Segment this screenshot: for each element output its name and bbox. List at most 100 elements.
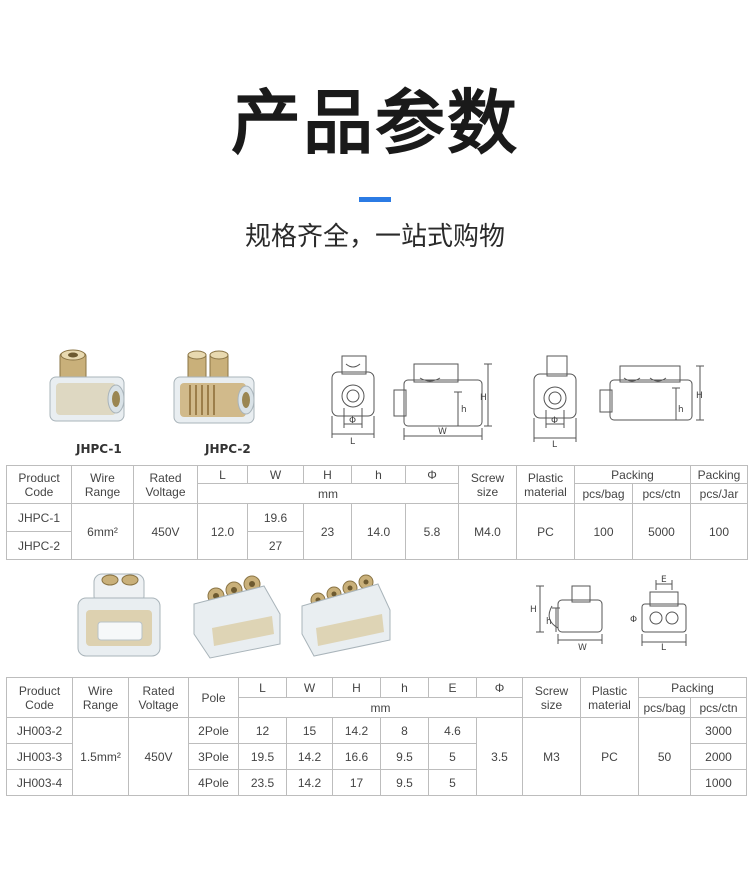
header-phi: Φ (476, 677, 523, 698)
header-pole: Pole (188, 677, 239, 718)
header-packing: Packing (637, 677, 748, 698)
cell-h: 9.5 (380, 769, 429, 796)
drawing1-H-label: H (480, 393, 487, 403)
cell-H: 23 (303, 503, 352, 560)
header-plastic-material: Plastic material (580, 677, 639, 718)
header-packing: Packing (573, 465, 692, 484)
product-label-jhpc-1: JHPC-1 (76, 442, 122, 456)
header-screw-size: Screw size (458, 465, 517, 504)
drawing3-W-label: W (578, 643, 587, 650)
header-W: W (286, 677, 333, 698)
cell-pole: 2Pole (188, 717, 239, 744)
header-rated-voltage: Rated Voltage (128, 677, 189, 718)
drawing2-L-label: L (552, 440, 557, 448)
cell-h: 9.5 (380, 743, 429, 770)
cell-pcs-ctn: 5000 (631, 503, 692, 560)
cell-code: JH003-4 (6, 769, 73, 796)
cell-phi: 5.8 (405, 503, 459, 560)
cell-W: 15 (286, 717, 333, 744)
header-rated-voltage: Rated Voltage (133, 465, 198, 504)
header-h: h (351, 465, 406, 484)
cell-wire-range: 1.5mm² (72, 717, 129, 796)
header-W: W (247, 465, 304, 484)
cell-W: 14.2 (286, 769, 333, 796)
cell-L: 23.5 (238, 769, 287, 796)
drawing1-L-label: L (350, 437, 355, 447)
table-row: JHPC-1 6mm² 450V 12.0 19.6 23 14.0 5.8 M… (6, 503, 749, 560)
cell-pcs-bag: 50 (638, 717, 691, 796)
drawing1-h-label: h (461, 405, 467, 415)
header-H: H (332, 677, 381, 698)
header-L: L (197, 465, 248, 484)
cell-plastic: PC (516, 503, 575, 560)
drawing2-phi-label: Φ (551, 416, 558, 426)
title-accent-bar (359, 197, 391, 202)
cell-h: 14.0 (351, 503, 406, 560)
cell-pcs-jar: 100 (690, 503, 749, 560)
cell-E: 5 (428, 743, 477, 770)
cell-H: 17 (332, 769, 381, 796)
header-packing-jar: Packing (690, 465, 749, 484)
page-subtitle: 规格齐全，一站式购物 (244, 222, 505, 252)
header-phi: Φ (405, 465, 459, 484)
header-product-code: Product Code (6, 465, 72, 504)
header-pcs-bag: pcs/bag (638, 697, 691, 718)
table-row: JH003-4 4Pole 23.5 14.2 17 9.5 5 1000 (6, 769, 748, 796)
cell-h: 8 (380, 717, 429, 744)
header-pcs-ctn: pcs/ctn (631, 483, 692, 504)
cell-W: 19.6 (247, 503, 304, 532)
cell-pcs-ctn: 2000 (689, 743, 748, 770)
jh003-dimension-drawings: H h W E Φ L (530, 575, 687, 650)
header-E: E (428, 677, 477, 698)
jhpc-1-connector-icon (49, 349, 125, 422)
drawing3-h-label: h (546, 617, 552, 627)
cell-pcs-ctn: 3000 (689, 717, 748, 744)
cell-voltage: 450V (128, 717, 189, 796)
cell-H: 14.2 (332, 717, 381, 744)
jh003-4-connector-icon (301, 574, 391, 657)
header-wire-range: Wire Range (72, 677, 129, 718)
header-h: h (380, 677, 429, 698)
drawing1-W-label: W (438, 427, 447, 437)
page-title: 产品参数 (231, 82, 519, 164)
cell-pcs-bag: 100 (574, 503, 633, 560)
jh003-2-connector-icon (77, 573, 161, 657)
drawing4-L-label: L (661, 643, 666, 650)
header-wire-range: Wire Range (71, 465, 134, 504)
cell-code: JH003-2 (6, 717, 73, 744)
header-pcs-bag: pcs/bag (574, 483, 633, 504)
header-H: H (303, 465, 352, 484)
cell-screw: M3 (522, 717, 581, 796)
drawing3-H-label: H (530, 605, 537, 615)
cell-W: 27 (247, 531, 304, 560)
table-row: JH003-3 3Pole 19.5 14.2 16.6 9.5 5 2000 (6, 743, 748, 770)
header-product-code: Product Code (6, 677, 73, 718)
header-mm-unit: mm (197, 483, 459, 504)
header-L: L (238, 677, 287, 698)
header-mm-unit: mm (238, 697, 523, 718)
cell-code: JHPC-1 (6, 503, 72, 532)
cell-pole: 4Pole (188, 769, 239, 796)
cell-phi: 3.5 (476, 717, 523, 796)
jhpc-dimension-drawings: Φ L W H h Φ L H h (331, 355, 704, 448)
cell-plastic: PC (580, 717, 639, 796)
drawing1-phi-label: Φ (349, 416, 356, 426)
product-label-jhpc-2: JHPC-2 (205, 442, 251, 456)
cell-voltage: 450V (133, 503, 198, 560)
cell-H: 16.6 (332, 743, 381, 770)
table-row: JHPC-2 27 (6, 531, 748, 560)
table-row: JH003-2 1.5mm² 450V 2Pole 12 15 14.2 8 4… (6, 717, 748, 796)
header-screw-size: Screw size (522, 677, 581, 718)
header-pcs-jar: pcs/Jar (690, 483, 749, 504)
header-pcs-ctn: pcs/ctn (689, 697, 748, 718)
drawing4-E-label: E (661, 575, 667, 585)
spec-table-jh003: Product Code Wire Range Rated Voltage Po… (6, 677, 748, 796)
jhpc-2-connector-icon (173, 350, 255, 424)
header-plastic-material: Plastic material (516, 465, 575, 504)
cell-code: JHPC-2 (6, 531, 72, 560)
cell-L: 12 (238, 717, 287, 744)
cell-L: 19.5 (238, 743, 287, 770)
jh003-3-connector-icon (193, 575, 281, 659)
cell-E: 4.6 (428, 717, 477, 744)
drawing4-phi-label: Φ (630, 615, 637, 625)
